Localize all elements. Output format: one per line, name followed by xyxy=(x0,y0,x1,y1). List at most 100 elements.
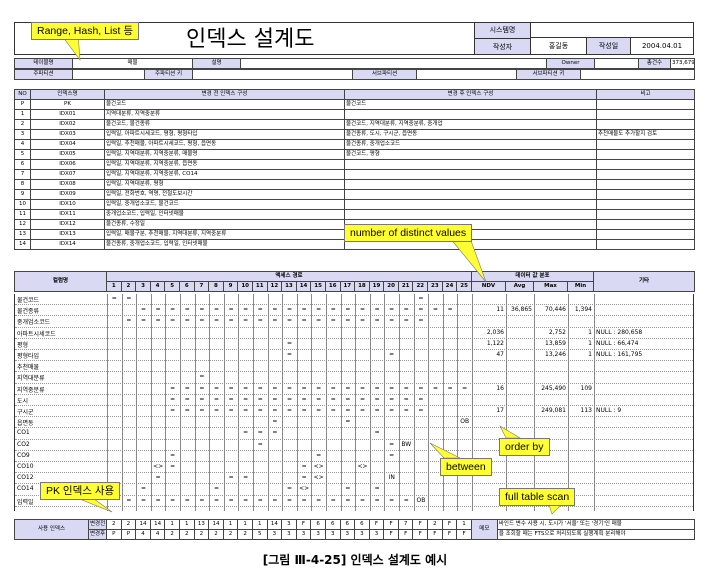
column-row: 지역대분류= xyxy=(15,372,693,384)
column-row: 읍면동==OB xyxy=(15,417,693,429)
grid-line xyxy=(296,294,298,511)
access-mark: = xyxy=(286,317,292,325)
access-mark: = xyxy=(155,496,161,504)
access-mark: = xyxy=(170,384,176,392)
access-mark: = xyxy=(184,384,190,392)
distribution-value: 47 xyxy=(496,351,504,358)
access-mark: = xyxy=(155,474,161,482)
column-row: 물건코드=== xyxy=(15,294,693,306)
access-mark: = xyxy=(418,295,424,302)
access-mark: = xyxy=(213,306,219,314)
access-mark: = xyxy=(403,384,409,392)
access-mark: = xyxy=(126,496,132,504)
access-mark: = xyxy=(418,317,424,325)
access-mark: = xyxy=(228,395,234,403)
distribution-value: 2,036 xyxy=(486,328,504,336)
access-mark: = xyxy=(286,351,292,358)
column-name: 추천매물 xyxy=(17,364,40,372)
access-mark: = xyxy=(257,395,263,403)
distribution-value: 109 xyxy=(580,384,592,392)
access-mark: = xyxy=(126,317,132,325)
column-row: CO12====<>IN xyxy=(15,473,693,485)
access-mark: = xyxy=(374,407,380,414)
grid-line xyxy=(399,294,400,511)
access-mark: = xyxy=(170,395,176,403)
column-name: 구시군 xyxy=(17,409,34,416)
access-mark: = xyxy=(403,407,409,414)
access-mark: BW xyxy=(401,440,412,448)
access-mark: = xyxy=(199,384,205,392)
access-mark: = xyxy=(359,317,365,325)
access-mark: = xyxy=(447,384,453,392)
grid-line xyxy=(165,294,167,511)
access-mark: = xyxy=(462,384,468,392)
access-mark: = xyxy=(257,440,263,448)
access-mark: = xyxy=(213,485,219,493)
access-mark: = xyxy=(140,306,146,314)
grid-line xyxy=(180,294,181,511)
access-mark: IN xyxy=(388,474,395,482)
access-mark: = xyxy=(374,496,380,504)
callout-orderby-leader xyxy=(499,425,522,439)
access-mark: = xyxy=(199,496,205,504)
column-name-header: 컬럼명 xyxy=(14,271,107,292)
access-mark: = xyxy=(345,485,351,493)
author-label: 작성자 xyxy=(474,38,530,54)
access-mark: = xyxy=(345,395,351,403)
title-frame xyxy=(14,22,694,55)
grid-line xyxy=(150,294,152,511)
access-mark: = xyxy=(257,496,263,504)
access-mark: = xyxy=(389,407,395,414)
access-mark: = xyxy=(199,407,205,414)
access-mark: = xyxy=(345,418,351,426)
access-mark: = xyxy=(345,306,351,314)
column-name: 지역대분류 xyxy=(17,375,45,383)
access-mark: = xyxy=(184,407,190,414)
etc-value: NULL : 9 xyxy=(596,407,622,414)
column-row: 도시================== xyxy=(15,395,693,406)
column-name: 물건종류 xyxy=(17,308,40,316)
column-name: 물건코드 xyxy=(17,297,40,304)
access-mark: = xyxy=(374,429,380,437)
access-mark: = xyxy=(170,306,176,314)
access-mark: = xyxy=(272,496,278,504)
access-mark: = xyxy=(272,317,278,325)
distribution-value: 113 xyxy=(580,407,592,414)
access-mark: = xyxy=(301,474,307,482)
grid-line xyxy=(267,294,269,511)
access-mark: = xyxy=(418,384,424,392)
column-name: CO10 xyxy=(17,463,34,470)
access-mark: = xyxy=(170,496,176,504)
column-name: CO12 xyxy=(17,474,34,482)
grid-line xyxy=(253,294,254,511)
column-row: 추천매물 xyxy=(15,361,693,373)
distribution-value: 1,122 xyxy=(486,339,504,347)
access-mark: <> xyxy=(313,463,324,470)
column-name: 입력일 xyxy=(17,498,34,506)
access-mark: = xyxy=(301,395,307,403)
memo-text-2: 을 조회할 때는 FTS으로 처리되도록 실행계획 분리해야 xyxy=(496,529,695,540)
access-mark: = xyxy=(228,317,234,325)
partition-table: 주파티션 주파티션 키 서브파티션 서브파티션 키 xyxy=(14,69,695,80)
column-row: CO10<>==<><> xyxy=(15,462,693,474)
grid-line xyxy=(534,294,535,511)
access-mark: = xyxy=(243,395,249,403)
access-mark: = xyxy=(301,496,307,504)
distribution-value: 70,446 xyxy=(545,306,566,314)
access-mark: = xyxy=(316,496,322,504)
grid-line xyxy=(107,294,108,511)
access-mark: = xyxy=(286,339,292,347)
callout-between: between xyxy=(440,458,492,476)
access-mark: = xyxy=(418,306,424,314)
access-mark: = xyxy=(330,306,336,314)
column-name: 아파트시세코드 xyxy=(17,330,56,338)
system-value xyxy=(530,23,693,38)
access-mark: = xyxy=(228,384,234,392)
access-mark: = xyxy=(184,306,190,314)
callout-fts: full table scan xyxy=(499,488,576,506)
etc-header: 기타 xyxy=(593,271,695,292)
access-mark: = xyxy=(418,395,424,403)
access-mark: = xyxy=(213,395,219,403)
